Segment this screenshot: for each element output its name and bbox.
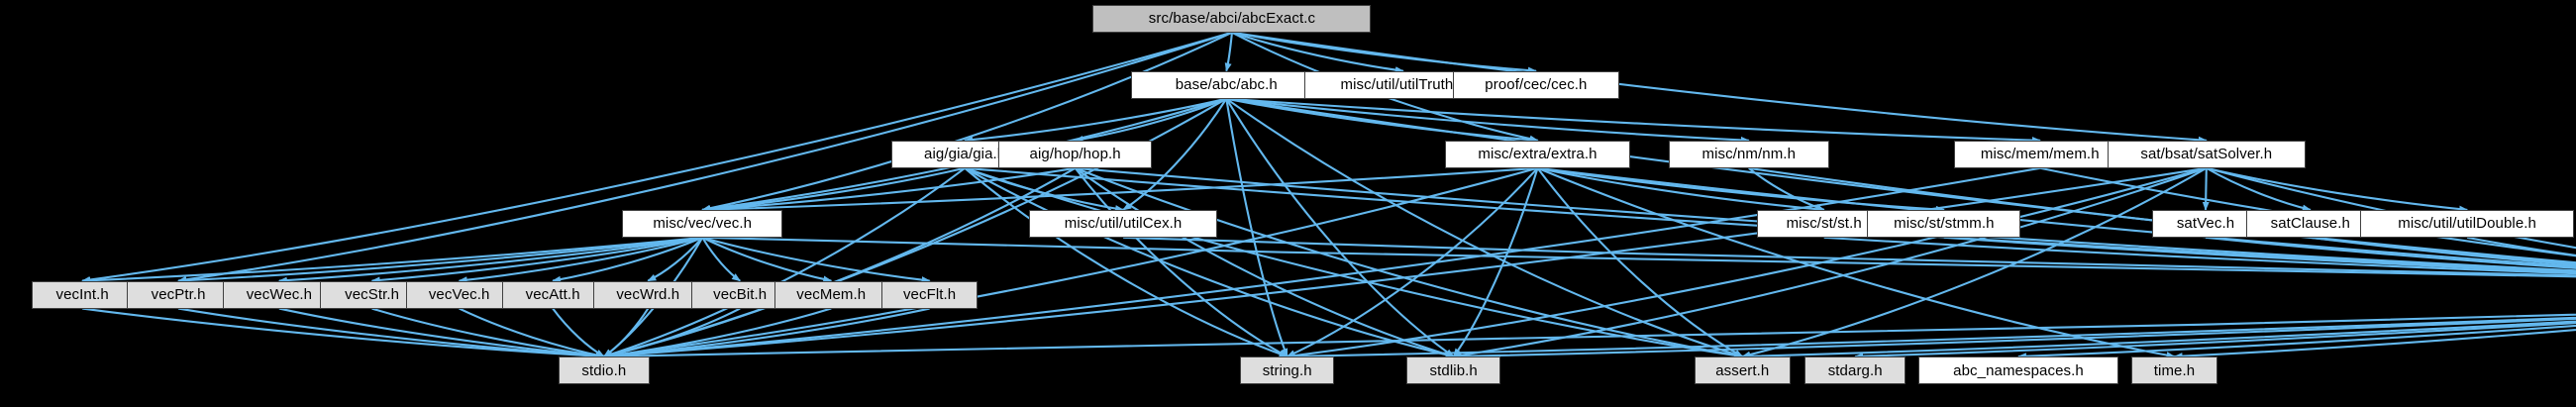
- graph-edge-extra-h-to-time-h: [1537, 166, 2176, 359]
- graph-edge-satSolver-h-to-satVec-h: [2202, 167, 2210, 211]
- graph-edge-vecAtt-h-to-stdio-h: [552, 307, 605, 357]
- graph-node-vecBit-h[interactable]: vecBit.h: [690, 280, 789, 309]
- graph-edge-root-to-satSolver-h: [1231, 31, 2208, 144]
- graph-edge-vecFlt-h-to-stdio-h: [602, 307, 930, 359]
- graph-node-stdarg-h[interactable]: stdarg.h: [1804, 356, 1906, 385]
- graph-edge-stmm-h-to-abc-global-h: [1943, 236, 2576, 274]
- graph-node-gia-h[interactable]: aig/gia/gia.h: [890, 140, 1039, 168]
- graph-node-vecWrd-h[interactable]: vecWrd.h: [593, 280, 703, 309]
- graph-node-root[interactable]: src/base/abci/abcExact.c: [1092, 4, 1372, 33]
- graph-node-string-h[interactable]: string.h: [1240, 356, 1335, 385]
- graph-edge-satVec-h-to-abc-global-h: [2205, 236, 2576, 269]
- graph-node-vec-h[interactable]: misc/vec/vec.h: [622, 209, 782, 238]
- graph-node-satVec-h[interactable]: satVec.h: [2151, 209, 2260, 238]
- graph-edge-extra-h-to-st-h: [1537, 166, 1825, 213]
- graph-edge-hop-h-to-stdio-h: [602, 166, 1077, 358]
- graph-edge-vecBit-h-to-stdio-h: [602, 307, 741, 358]
- graph-edge-vecWec-h-to-stdio-h: [278, 307, 605, 359]
- graph-edge-mem-h-to-stdio-h: [602, 166, 2040, 359]
- graph-node-vecMem-h[interactable]: vecMem.h: [773, 280, 888, 309]
- graph-edge-abc-h-to-extra-h: [1226, 97, 1539, 144]
- graph-edge-extra-h-to-stdio-h: [602, 166, 1538, 359]
- graph-node-vecWec-h[interactable]: vecWec.h: [222, 280, 337, 309]
- graph-node-stdio-h[interactable]: stdio.h: [558, 356, 650, 385]
- graph-edge-vec-h-to-vecWec-h: [277, 236, 703, 284]
- graph-edge-hop-h-to-assert-h: [1075, 166, 1744, 359]
- graph-edge-vec-h-to-vecFlt-h: [701, 236, 931, 284]
- graph-edge-utilDouble-h-to-abc-global-h: [2466, 236, 2576, 256]
- graph-edge-extra-h-to-assert-h: [1536, 167, 1744, 357]
- graph-edge-satSolver-h-to-utilDouble-h: [2206, 166, 2469, 213]
- graph-edge-satClause-h-to-abc-global-h: [2310, 236, 2576, 266]
- graph-edge-vecMem-h-to-stdio-h: [602, 307, 832, 359]
- graph-edge-root-to-abc-h: [1224, 32, 1234, 72]
- graph-edge-hop-h-to-stdlib-h: [1075, 166, 1455, 358]
- graph-node-vecInt-h[interactable]: vecInt.h: [32, 280, 134, 309]
- graph-node-vecFlt-h[interactable]: vecFlt.h: [881, 280, 979, 309]
- graph-edge-gia-h-to-string-h: [964, 166, 1288, 358]
- graph-edge-gia-h-to-stdio-h: [602, 166, 966, 358]
- graph-node-satSolver-h[interactable]: sat/bsat/satSolver.h: [2107, 140, 2306, 168]
- graph-edge-vec-h-to-vecMem-h: [701, 236, 833, 283]
- graph-edge-abc-h-to-mem-h: [1226, 97, 2041, 145]
- graph-node-hop-h[interactable]: aig/hop/hop.h: [998, 140, 1153, 168]
- graph-edge-vecStr-h-to-stdio-h: [371, 307, 605, 359]
- graph-edge-satSolver-h-to-assert-h: [1741, 166, 2208, 358]
- graph-edge-abc-global-h-to-time-h: [2173, 328, 2576, 360]
- graph-edge-vec-h-to-vecPtr-h: [177, 236, 703, 284]
- graph-edge-satSolver-h-to-stdio-h: [602, 166, 2207, 359]
- graph-node-utilDouble-h[interactable]: misc/util/utilDouble.h: [2359, 209, 2575, 238]
- graph-node-stmm-h[interactable]: misc/st/stmm.h: [1867, 209, 2021, 238]
- graph-node-time-h[interactable]: time.h: [2130, 356, 2218, 385]
- graph-edge-extra-h-to-vec-h: [701, 166, 1538, 214]
- graph-edge-st-h-to-abc-global-h: [1823, 236, 2576, 275]
- graph-edge-vecVec-h-to-stdio-h: [459, 307, 605, 358]
- graph-edge-vec-h-to-vecAtt-h: [552, 236, 703, 283]
- graph-node-assert-h[interactable]: assert.h: [1694, 356, 1791, 385]
- graph-node-vecVec-h[interactable]: vecVec.h: [406, 280, 512, 309]
- graph-edge-abc-h-to-nm-h: [1226, 97, 1750, 144]
- graph-edge-abc-global-h-to-stdlib-h: [1452, 317, 2576, 360]
- graph-edge-vec-h-to-vecStr-h: [370, 236, 703, 284]
- graph-node-stdlib-h[interactable]: stdlib.h: [1406, 356, 1501, 385]
- edge-group: [81, 31, 2576, 360]
- graph-edge-hop-h-to-vec-h: [701, 166, 1076, 213]
- graph-node-cec-h[interactable]: proof/cec/cec.h: [1452, 70, 1619, 99]
- graph-node-abc-h[interactable]: base/abc/abc.h: [1131, 70, 1322, 99]
- graph-node-extra-h[interactable]: misc/extra/extra.h: [1444, 140, 1631, 168]
- graph-node-satClause-h[interactable]: satClause.h: [2246, 209, 2375, 238]
- graph-edge-nm-h-to-st-h: [1748, 166, 1825, 211]
- graph-edge-vec-h-to-vecInt-h: [81, 236, 703, 284]
- graph-node-abc-namespaces-h[interactable]: abc_namespaces.h: [1918, 356, 2118, 385]
- graph-node-mem-h[interactable]: misc/mem/mem.h: [1953, 140, 2127, 168]
- graph-edge-abc-global-h-to-assert-h: [1741, 320, 2576, 360]
- graph-edge-satSolver-h-to-satClause-h: [2206, 166, 2312, 212]
- graph-edge-abc-h-to-utilCex-h: [1122, 98, 1228, 211]
- graph-node-vecPtr-h[interactable]: vecPtr.h: [126, 280, 231, 309]
- graph-edge-vec-h-to-vecWrd-h: [647, 237, 704, 282]
- graph-edge-abc-global-h-to-abc-namespaces-h: [2016, 324, 2576, 360]
- graph-edge-root-to-vecPtr-h: [177, 31, 1233, 283]
- graph-edge-root-to-vecInt-h: [81, 31, 1233, 283]
- graph-node-vecAtt-h[interactable]: vecAtt.h: [502, 280, 604, 309]
- graph-edge-abc-h-to-hop-h: [1074, 97, 1227, 143]
- graph-edge-vecPtr-h-to-stdio-h: [177, 307, 605, 359]
- graph-edge-extra-h-to-stdlib-h: [1452, 167, 1539, 357]
- graph-node-nm-h[interactable]: misc/nm/nm.h: [1668, 140, 1829, 168]
- graph-edge-vec-h-to-vecBit-h: [701, 237, 742, 282]
- graph-edge-root-to-vec-h: [701, 31, 1233, 212]
- graph-edge-satSolver-h-to-stdlib-h: [1452, 166, 2208, 359]
- graph-edge-abc-h-to-string-h: [1225, 98, 1288, 357]
- graph-node-utilCex-h[interactable]: misc/util/utilCex.h: [1028, 209, 1218, 238]
- graph-edge-abc-h-to-gia-h: [964, 97, 1227, 144]
- graph-edge-root-to-utilTruth-h: [1231, 31, 1404, 74]
- graph-edge-vec-h-to-vecVec-h: [458, 236, 703, 284]
- graph-edge-abc-global-h-to-string-h: [1286, 316, 2576, 360]
- graph-edge-hop-h-to-string-h: [1074, 167, 1288, 357]
- graph-edge-abc-h-to-stdlib-h: [1225, 98, 1455, 357]
- graph-edge-abc-global-h-to-stdarg-h: [1854, 322, 2576, 360]
